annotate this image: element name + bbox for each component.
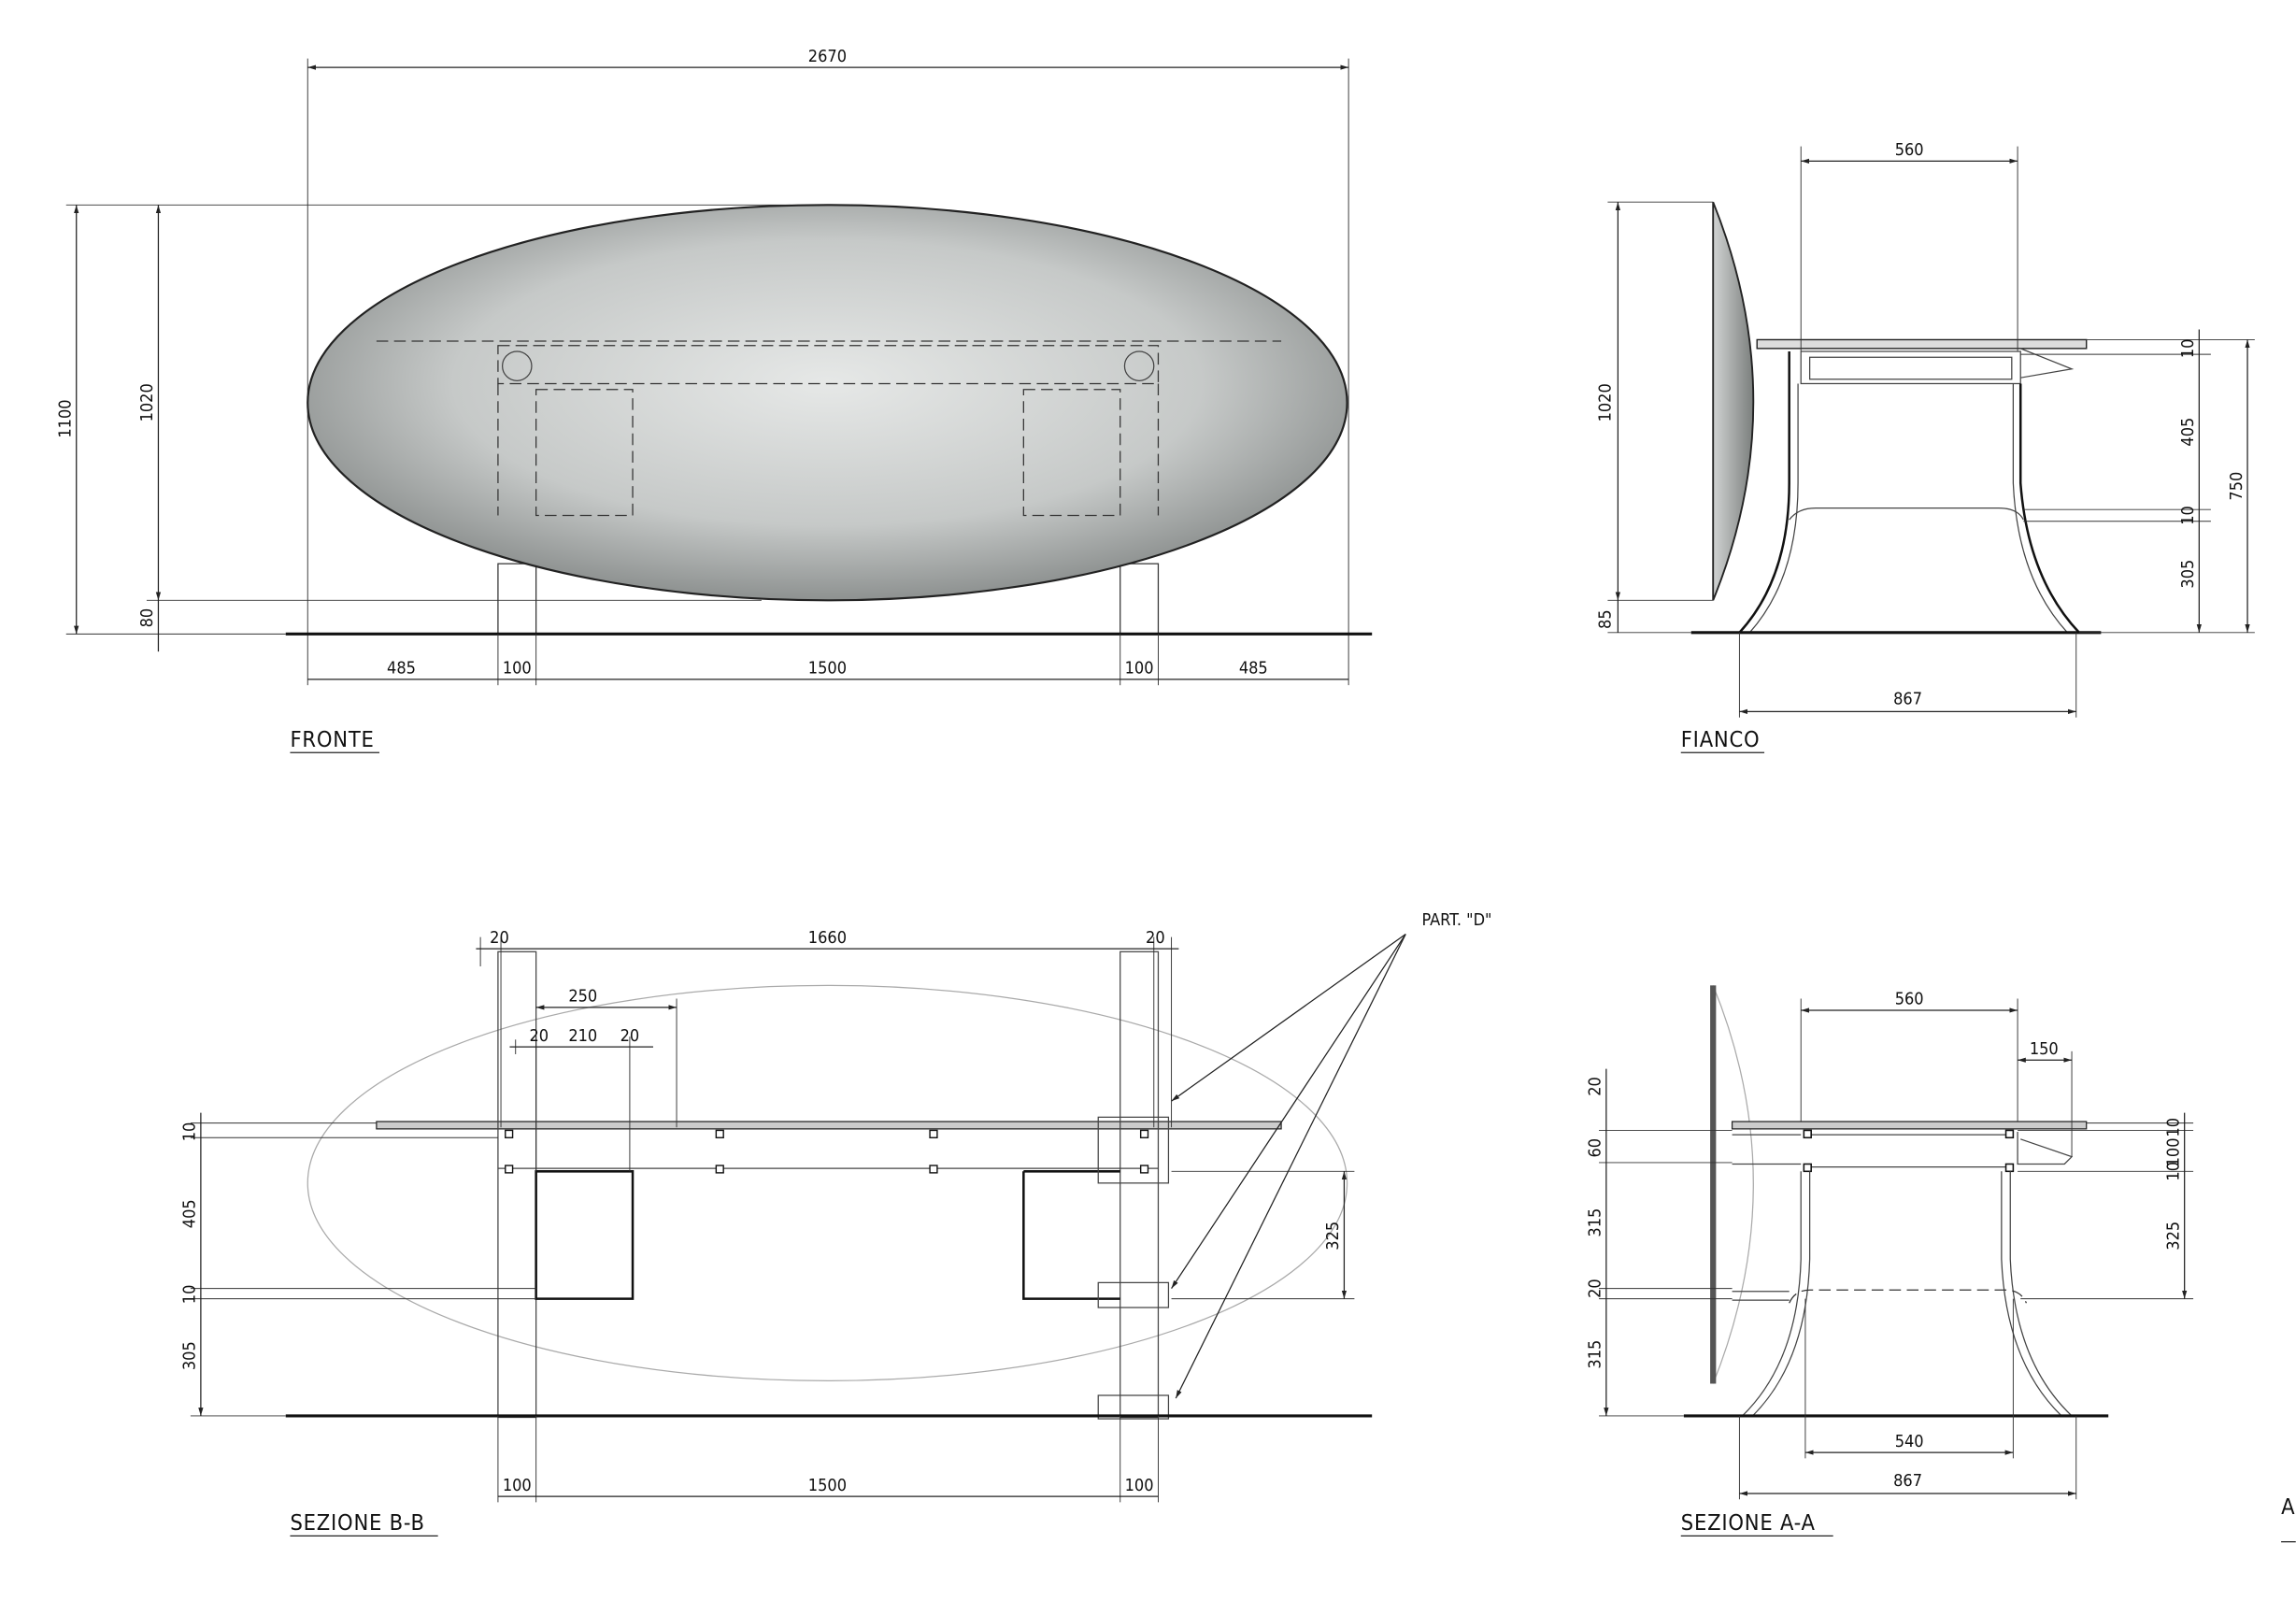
dim-aa-10-b: 10 (2163, 1162, 2183, 1181)
dim-1020-side: 1020 (1596, 383, 1616, 422)
leg-right (1119, 563, 1160, 635)
dim-100-left: 100 (503, 659, 532, 679)
dim-aa-315-a: 315 (1586, 1208, 1605, 1237)
glass-top-front (307, 204, 1348, 602)
dim-10-a: 10 (2178, 339, 2198, 359)
dim-1660: 1660 (808, 928, 847, 948)
dim-aa-20-b: 20 (1586, 1279, 1605, 1298)
dim-aa-315-b: 315 (1586, 1340, 1605, 1369)
dim-1020: 1020 (137, 383, 157, 422)
dim-10-b: 10 (2178, 506, 2198, 525)
dim-20-a: 20 (490, 928, 509, 948)
dim-405: 405 (2178, 418, 2198, 447)
dim-20-c: 20 (529, 1026, 549, 1046)
dim-20-d: 20 (620, 1026, 640, 1046)
dim-bb-100-right: 100 (1125, 1476, 1154, 1495)
dim-aa-60: 60 (1586, 1138, 1605, 1158)
dim-750: 750 (2227, 472, 2246, 501)
dim-aa-867: 867 (1893, 1471, 1922, 1491)
dim-aa-325: 325 (2163, 1222, 2183, 1251)
dim-2670: 2670 (808, 47, 847, 66)
dim-210: 210 (568, 1026, 597, 1046)
dim-80: 80 (137, 608, 157, 628)
dim-bb-325: 325 (1323, 1222, 1343, 1251)
dim-867: 867 (1893, 690, 1922, 709)
view-title-sezione-bb: SEZIONE B-B (290, 1509, 424, 1536)
cut-off-label: Ac (2281, 1494, 2296, 1520)
glass-top-side (1712, 201, 1755, 601)
dim-aa-540: 540 (1895, 1432, 1924, 1451)
dim-560: 560 (1895, 140, 1924, 160)
dim-aa-20-a: 20 (1586, 1077, 1605, 1096)
dim-aa-10-a: 10 (2163, 1118, 2183, 1137)
dim-aa-560: 560 (1895, 990, 1924, 1009)
view-title-fianco: FIANCO (1681, 726, 1761, 752)
dim-bb-100-left: 100 (503, 1476, 532, 1495)
callout-part-d: PART. "D" (1421, 910, 1491, 930)
view-sezione-aa: 560 150 20 60 315 20 315 10 100 10 325 5… (1586, 985, 2194, 1537)
dim-bb-10-b: 10 (180, 1285, 200, 1305)
dim-1100: 1100 (55, 399, 75, 437)
view-title-fronte: FRONTE (290, 726, 374, 752)
view-sezione-bb: 20 1660 20 250 20 210 20 10 405 10 305 3… (180, 910, 1491, 1537)
dim-485-left: 485 (387, 659, 416, 679)
dim-1500: 1500 (808, 659, 847, 679)
dim-aa-150: 150 (2030, 1039, 2059, 1059)
dim-bb-405: 405 (180, 1199, 200, 1228)
dim-bb-10-a: 10 (180, 1122, 200, 1142)
leg-left (497, 563, 537, 635)
dim-aa-100: 100 (2163, 1137, 2183, 1166)
dim-250: 250 (568, 987, 597, 1007)
view-fianco: 560 1020 85 10 405 10 305 750 867 FIANCO (1596, 140, 2255, 753)
dim-100-right: 100 (1125, 659, 1154, 679)
dim-20-b: 20 (1146, 928, 1165, 948)
dim-85: 85 (1596, 609, 1616, 629)
view-title-sezione-aa: SEZIONE A-A (1681, 1509, 1816, 1536)
dim-485-right: 485 (1239, 659, 1268, 679)
dim-305: 305 (2178, 560, 2198, 589)
dim-bb-1500: 1500 (808, 1476, 847, 1495)
dim-bb-305: 305 (180, 1341, 200, 1370)
view-fronte: 2670 1100 1020 80 485 100 1500 100 485 F… (55, 47, 1373, 753)
